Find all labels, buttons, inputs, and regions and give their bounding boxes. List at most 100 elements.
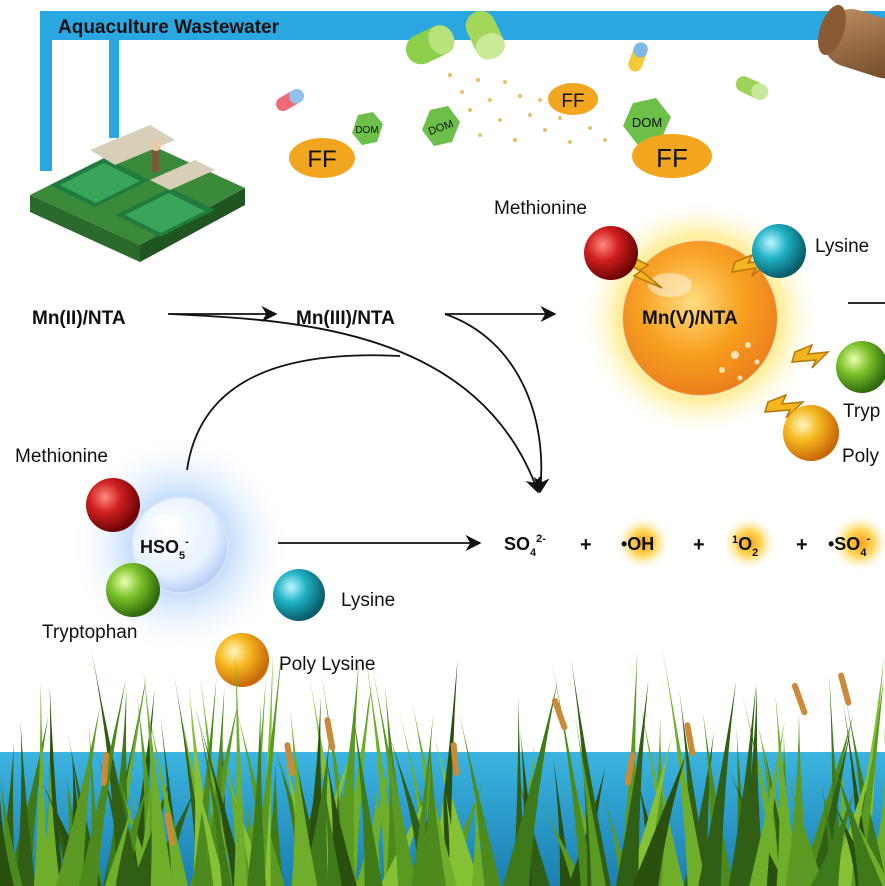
grass-blade	[290, 709, 318, 886]
grass-blade	[302, 735, 330, 886]
tryptophan-label-lower: Tryptophan	[42, 622, 137, 643]
grass-blade	[329, 660, 360, 886]
cattails	[100, 672, 852, 846]
grass-blade	[195, 707, 247, 886]
grass-blade	[130, 775, 171, 886]
tryptophan-sphere	[836, 341, 885, 393]
poly-lysine-label-lower: Poly Lysine	[279, 654, 375, 675]
pollutant-dom-3: DOM	[623, 98, 671, 145]
powder-particles	[447, 72, 607, 145]
grass-blade	[432, 660, 458, 886]
dom-label: DOM	[355, 125, 378, 136]
grass-blade	[336, 683, 372, 886]
pill-red-blue	[276, 89, 304, 111]
grass-blade	[574, 714, 606, 886]
cattail	[450, 742, 460, 776]
grass-blade	[15, 721, 36, 886]
arrow-hso5-to-mn	[186, 354, 401, 471]
grass-blade	[810, 790, 855, 886]
grass-blade	[180, 723, 226, 886]
grass-blade	[365, 652, 402, 886]
pill-green-small	[735, 76, 769, 100]
poly-lysine-sphere	[783, 405, 839, 461]
grass-blade	[471, 788, 485, 886]
grass-blade	[384, 685, 413, 886]
grass-blade	[104, 793, 137, 886]
grass-blade	[535, 794, 586, 886]
grass-blade	[786, 770, 825, 886]
ff-label: FF	[561, 91, 584, 112]
mn5-label: Mn(V)/NTA	[642, 308, 738, 329]
cattail	[551, 697, 568, 731]
wetland-scene	[0, 647, 885, 886]
lysine-sphere-lower	[273, 569, 325, 621]
grass-blade	[411, 715, 434, 886]
pharmaceutical-pills	[276, 10, 769, 111]
cattail	[838, 672, 852, 706]
arrow-mn2-to-products	[169, 313, 541, 494]
bolt-icon	[790, 343, 831, 369]
products-row: SO42- + •OH + 1O2 + •SO4-	[504, 533, 870, 559]
cattail	[624, 752, 636, 786]
bolt-icon	[763, 393, 806, 419]
cattail	[100, 752, 110, 786]
singlet-oxygen-glow	[721, 515, 777, 571]
cattail	[164, 812, 176, 846]
grass-blade	[419, 734, 447, 886]
grass-blade	[247, 703, 266, 886]
cattail	[284, 742, 296, 776]
grass-blade	[737, 683, 765, 886]
pill-yellow-blue	[628, 42, 648, 72]
grass-blade	[553, 755, 572, 886]
methionine-sphere	[584, 226, 638, 280]
pill-green-medium	[465, 10, 505, 60]
pollutant-ff-2: FF	[548, 83, 598, 115]
plus-sign: +	[580, 534, 592, 556]
mn2-label: Mn(II)/NTA	[32, 308, 126, 329]
grass-blade	[728, 683, 756, 886]
aquaculture-pond	[30, 125, 245, 262]
cattail	[684, 722, 696, 756]
wastewater-pipe: Aquaculture Wastewater	[40, 11, 885, 171]
header-title: Aquaculture Wastewater	[58, 17, 280, 38]
hydroxyl-radical-label: •OH	[621, 534, 654, 554]
drain-log	[818, 4, 885, 79]
grass-blade	[188, 685, 220, 886]
grass-blade	[67, 735, 102, 886]
tryptophan-label-partial: Tryp	[843, 401, 880, 422]
grass-blade	[194, 703, 233, 886]
grass-blade	[433, 732, 481, 886]
pollutant-dom-2: DOM	[422, 106, 460, 146]
sulfate-radical-glow	[830, 513, 885, 573]
ff-label: FF	[656, 143, 688, 173]
mn3-label: Mn(III)/NTA	[296, 308, 395, 329]
grass-blade	[192, 678, 217, 886]
pill-green-large	[405, 25, 455, 65]
sulfate-radical-label: •SO4-	[828, 533, 870, 559]
methionine-label-lower: Methionine	[15, 446, 108, 467]
grass-blade	[322, 773, 342, 886]
pollutant-dom-1: DOM	[352, 112, 383, 145]
grass-blade	[636, 754, 687, 886]
plus-sign: +	[693, 534, 705, 556]
grass-blade	[234, 651, 248, 886]
grass-blades	[0, 647, 885, 886]
methionine-sphere-lower	[86, 478, 140, 532]
dom-label: DOM	[632, 115, 662, 130]
oh-radical-glow	[615, 515, 671, 571]
plus-sign: +	[796, 534, 808, 556]
grass-blade	[252, 653, 282, 886]
singlet-oxygen-label: 1O2	[732, 534, 758, 559]
methionine-label: Methionine	[494, 198, 587, 219]
lysine-label: Lysine	[815, 236, 869, 257]
grass-blade	[698, 681, 737, 886]
hso5-label: HSO5-	[140, 536, 189, 562]
grass-blade	[33, 680, 49, 886]
cattail	[791, 682, 808, 716]
grass-blade	[775, 695, 800, 886]
grass-blade	[55, 705, 101, 886]
cattail	[324, 717, 336, 751]
arrow-mn3-to-products	[444, 313, 550, 494]
pollutant-ff-1: FF	[289, 138, 355, 178]
